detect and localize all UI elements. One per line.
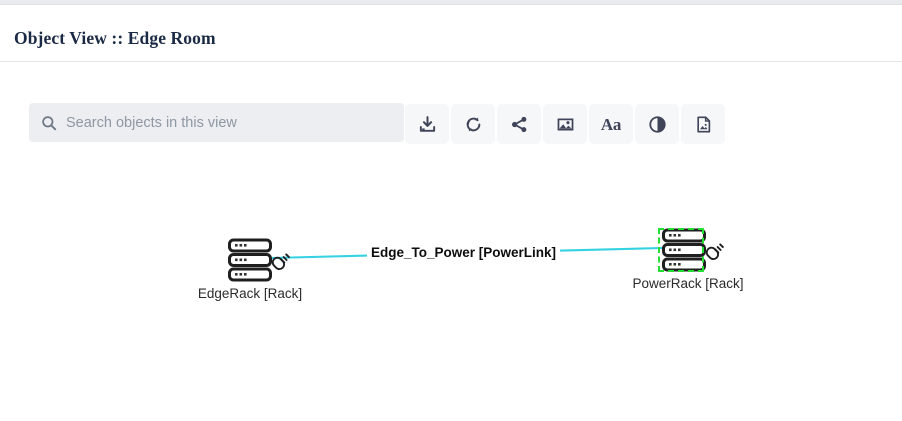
graph-node-edge-rack[interactable]: EdgeRack [Rack]: [198, 238, 302, 301]
toolbar-button-group: Aa: [405, 104, 725, 144]
share-button[interactable]: [497, 104, 541, 144]
text-size-button[interactable]: Aa: [589, 104, 633, 144]
power-plug-icon: [702, 242, 726, 266]
graph-node-power-rack[interactable]: PowerRack [Rack]: [632, 228, 744, 291]
document-image-icon: [694, 115, 713, 134]
node-label-power-rack: PowerRack [Rack]: [632, 276, 744, 291]
object-view-canvas[interactable]: EdgeRack [Rack] PowerRack [Rack] Edge_To…: [0, 150, 902, 421]
image-button[interactable]: [543, 104, 587, 144]
power-plug-icon: [268, 252, 292, 276]
refresh-button[interactable]: [451, 104, 495, 144]
contrast-icon: [648, 115, 667, 134]
share-icon: [510, 115, 529, 134]
node-icon-wrap[interactable]: [658, 228, 706, 272]
download-icon: [418, 115, 437, 134]
page-title: Object View :: Edge Room: [14, 28, 216, 48]
node-label-edge-rack: EdgeRack [Rack]: [197, 286, 303, 301]
search-input[interactable]: [66, 114, 396, 131]
top-chrome-strip: [0, 0, 902, 5]
contrast-button[interactable]: [635, 104, 679, 144]
page-header: Object View :: Edge Room: [0, 5, 902, 62]
refresh-icon: [464, 115, 483, 134]
rack-icon: [228, 238, 272, 282]
download-button[interactable]: [405, 104, 449, 144]
node-icon-wrap[interactable]: [228, 238, 272, 282]
selection-outline: [658, 228, 704, 272]
search-box[interactable]: [29, 103, 404, 142]
graph-edge-label[interactable]: Edge_To_Power [PowerLink]: [367, 245, 561, 260]
view-toolbar: Aa: [0, 103, 902, 145]
graph-edges-layer: [271, 246, 664, 260]
search-icon: [41, 115, 57, 131]
text-size-icon: Aa: [600, 114, 622, 134]
export-document-button[interactable]: [681, 104, 725, 144]
image-icon: [556, 115, 575, 134]
